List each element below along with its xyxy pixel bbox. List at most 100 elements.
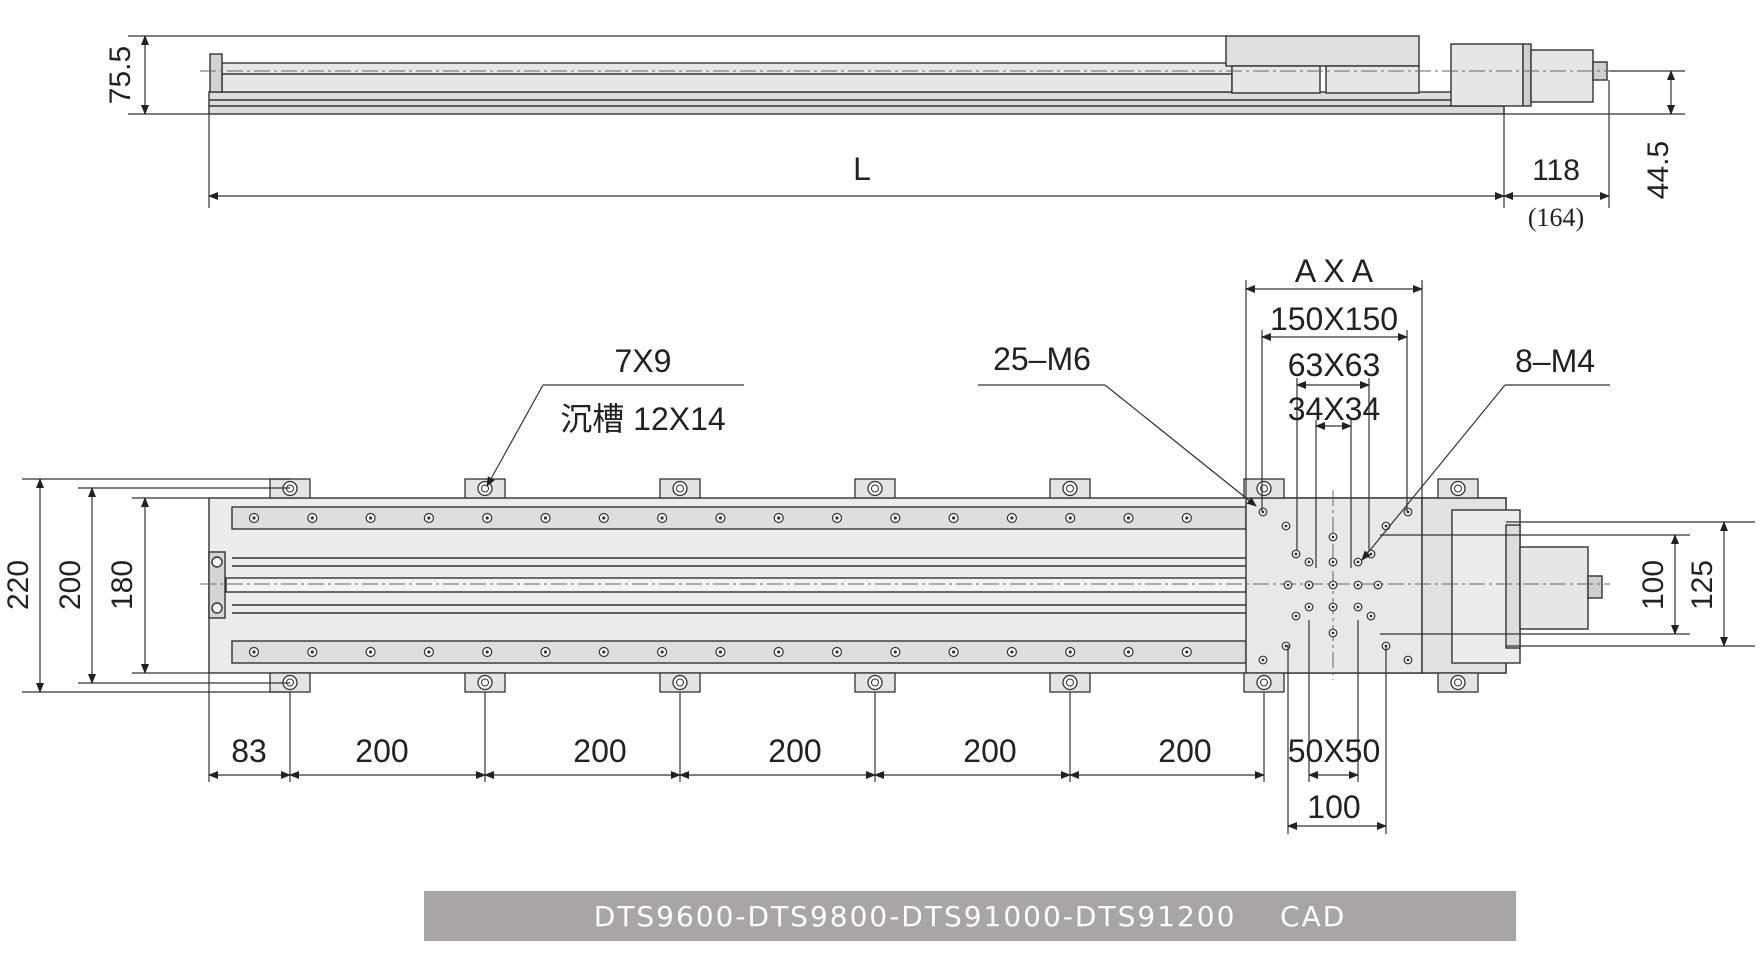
motor-length-164-label: (164) <box>1528 203 1584 232</box>
top-end-cap <box>208 551 226 619</box>
carriage-hole-center <box>1369 614 1373 618</box>
counterbore-label: 7X9 <box>615 343 672 379</box>
rail-hole-center <box>427 516 431 520</box>
rail-hole-center <box>1068 516 1072 520</box>
rail-hole-center <box>893 516 897 520</box>
side-motor-housing <box>1450 43 1524 107</box>
rail-hole-center <box>369 650 373 654</box>
carriage-100-label: 100 <box>1307 789 1360 825</box>
rail-hole-center <box>369 516 373 520</box>
counterbore-hole-inner <box>1454 484 1462 493</box>
top-rail-upper <box>231 506 1247 530</box>
width-180-label: 180 <box>106 560 139 610</box>
side-carriage-top <box>1225 35 1420 67</box>
pitch-label: 200 <box>355 733 408 769</box>
top-motor-knob <box>1587 575 1603 599</box>
side-carriage-block-1 <box>1231 65 1321 94</box>
carriage-hole-center <box>1331 583 1335 587</box>
length-l-label: L <box>853 151 871 187</box>
rail-hole-center <box>1126 516 1131 520</box>
counterbore-slot-label: 沉槽 12X14 <box>560 401 725 437</box>
rail-hole-center <box>602 650 606 654</box>
carriage-hole-center <box>1356 560 1360 564</box>
rail-hole-center <box>777 650 781 654</box>
carriage-hole-center <box>1331 535 1335 539</box>
rail-hole-center <box>1185 516 1189 520</box>
rail-hole-center <box>252 650 256 654</box>
carriage-hole-center <box>1284 524 1288 528</box>
counterbore-hole-inner <box>481 678 489 687</box>
flange-34-label: 34X34 <box>1288 391 1381 427</box>
carriage-hole-center <box>1369 552 1373 556</box>
side-view-dimensions <box>128 35 1685 208</box>
rail-hole-center <box>835 650 839 654</box>
rail-hole-center <box>660 650 664 654</box>
rail-hole-center <box>952 516 956 520</box>
carriage-hole-center <box>1376 583 1380 587</box>
rail-hole-center <box>1010 516 1014 520</box>
rail-hole-center <box>543 516 548 520</box>
counterbore-hole-inner <box>1066 678 1074 687</box>
top-view <box>200 490 1610 680</box>
counterbore-hole-inner <box>676 484 684 493</box>
rail-hole-center <box>310 516 314 520</box>
axis-height-44-5-label: 44.5 <box>1642 141 1675 199</box>
height-75-5-label: 75.5 <box>104 46 137 104</box>
counterbore-hole-inner <box>871 484 879 493</box>
pitch-83-label: 83 <box>231 733 267 769</box>
flange-150-label: 150X150 <box>1270 301 1398 337</box>
rail-hole-center <box>485 516 489 520</box>
rail-hole-center <box>718 650 723 654</box>
rail-hole-center <box>1010 650 1014 654</box>
rail-hole-center <box>893 650 897 654</box>
pitch-label: 200 <box>1158 733 1211 769</box>
counterbore-hole-inner <box>676 678 684 687</box>
carriage-hole-center <box>1384 524 1388 528</box>
rail-hole-center <box>952 650 956 654</box>
rail-hole-center <box>777 516 781 520</box>
rail-holes <box>248 512 1192 658</box>
right-125-label: 125 <box>1686 560 1719 610</box>
flange-axa-label: A X A <box>1295 253 1374 289</box>
motor-length-118-label: 118 <box>1532 154 1580 187</box>
rail-hole-center <box>543 650 548 654</box>
side-base-profile <box>208 91 1505 115</box>
rail-hole-center <box>1185 650 1189 654</box>
carriage-hole-center <box>1406 658 1410 662</box>
carriage-hole-center <box>1284 644 1288 648</box>
carriage-hole-center <box>1356 583 1360 587</box>
width-220-label: 220 <box>2 560 35 610</box>
top-motor <box>1519 546 1589 630</box>
carriage-hole-center <box>1307 560 1311 564</box>
carriage-hole-center <box>1294 614 1298 618</box>
side-end-plate <box>209 53 223 93</box>
carriage-hole-center <box>1331 560 1335 564</box>
right-100-label: 100 <box>1637 560 1670 610</box>
width-200-label: 200 <box>54 560 87 610</box>
pitch-label: 200 <box>573 733 626 769</box>
counterbore-hole-inner <box>871 678 879 687</box>
pitch-label: 200 <box>768 733 821 769</box>
side-motor <box>1530 49 1594 103</box>
carriage-holes <box>1258 507 1413 665</box>
top-rail-lower <box>231 640 1247 664</box>
rail-hole-center <box>835 516 839 520</box>
rail-hole-center <box>718 516 723 520</box>
rail-hole-center <box>660 516 664 520</box>
side-rail-cover <box>221 62 1233 93</box>
carriage-hole-center <box>1286 583 1290 587</box>
carriage-hole-center <box>1331 631 1335 635</box>
rail-hole-center <box>1068 650 1072 654</box>
carriage-hole-center <box>1294 552 1298 556</box>
flange-tap-label: 8–M4 <box>1515 343 1595 379</box>
rail-hole-center <box>1126 650 1131 654</box>
pitch-label: 200 <box>963 733 1016 769</box>
counterbore-hole-inner <box>1066 484 1074 493</box>
carriage-50-label: 50X50 <box>1288 733 1381 769</box>
rail-hole-center <box>602 516 606 520</box>
mounting-tabs <box>269 478 1479 693</box>
carriage-hole-center <box>1307 605 1311 609</box>
rail-hole-center <box>252 516 256 520</box>
carriage-hole-center <box>1356 605 1360 609</box>
